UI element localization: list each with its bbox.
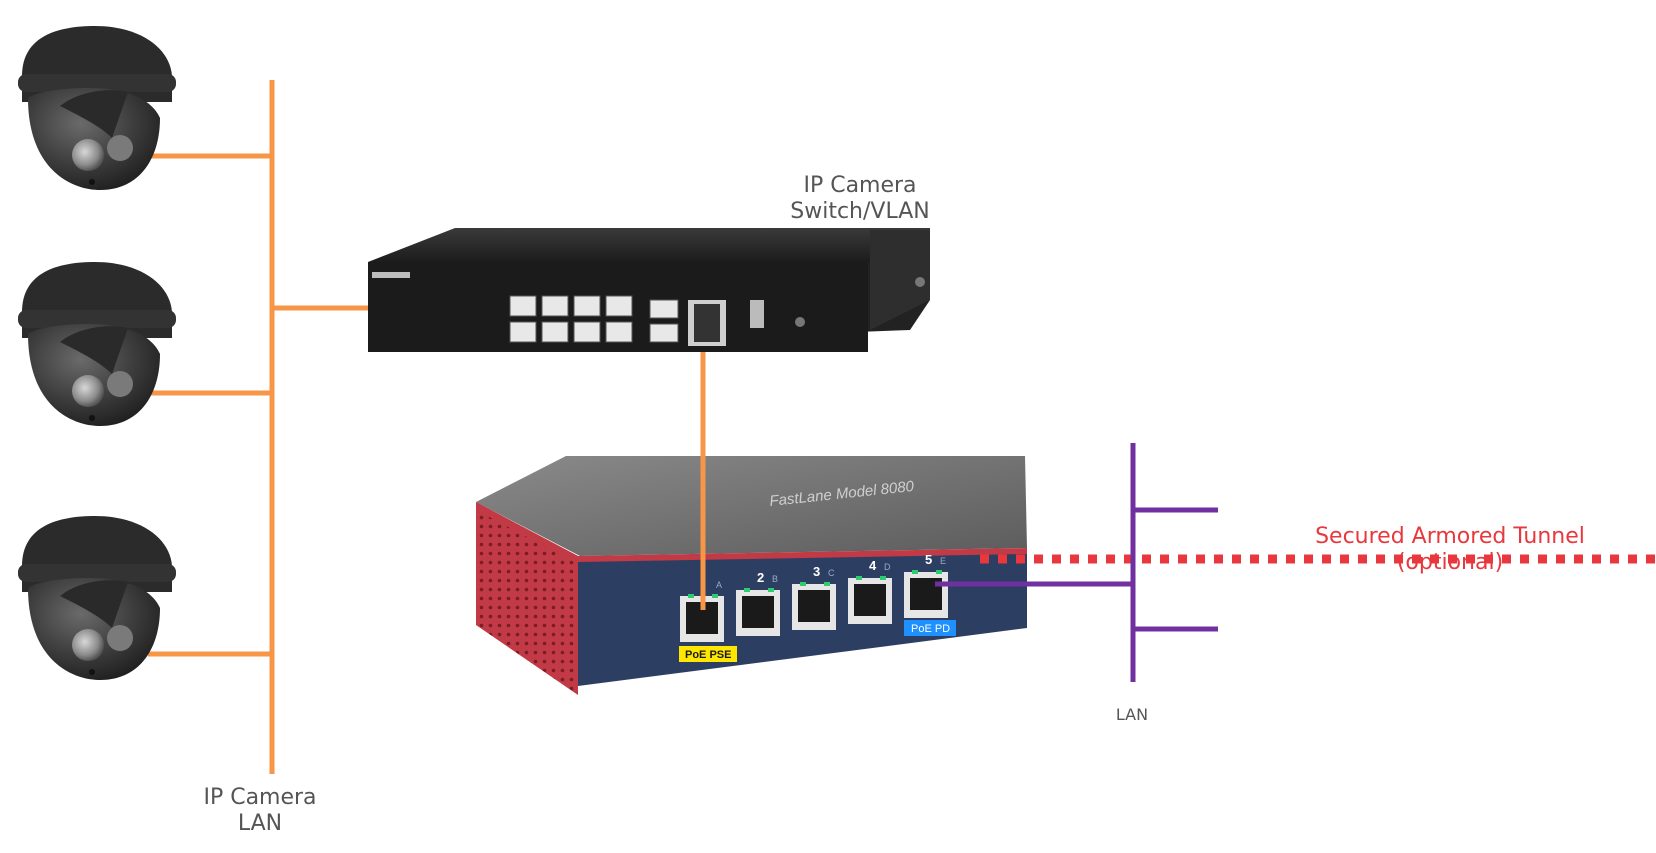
port-number-2: 2 — [757, 570, 764, 585]
poe-pse-badge — [679, 646, 737, 662]
poe-pse-label: PoE PSE — [685, 649, 731, 661]
port-number-4: 4 — [869, 558, 877, 573]
fastlane-port-2 — [736, 588, 780, 636]
ip-camera-3 — [18, 516, 176, 680]
ip-camera-1 — [18, 26, 176, 190]
port-letter-b: B — [772, 574, 778, 584]
tunnel-label-line1: Secured Armored Tunnel — [1315, 524, 1585, 549]
dell-logo — [372, 272, 410, 278]
lan-label: LAN — [1115, 705, 1149, 724]
ip-camera-2 — [18, 262, 176, 426]
tunnel-label: Secured Armored Tunnel (optional) — [1270, 524, 1630, 576]
fastlane-port-3 — [792, 582, 836, 630]
fastlane-port-5 — [904, 570, 948, 618]
tunnel-label-line2: (optional) — [1396, 550, 1504, 575]
port-number-3: 3 — [813, 564, 820, 579]
poe-pd-badge — [904, 620, 956, 636]
port-letter-d: D — [884, 562, 891, 572]
port-letter-a: A — [716, 580, 722, 590]
port-number-5: 5 — [925, 552, 932, 567]
fastlane-device: FastLane Model 8080 2 3 4 5 A — [476, 456, 1027, 695]
fastlane-port-4 — [848, 576, 892, 624]
poe-pd-label: PoE PD — [911, 623, 950, 635]
lan-wiring — [935, 443, 1218, 682]
switch-title-label: IP Camera Switch/VLAN — [790, 173, 930, 225]
ip-camera-switch — [368, 228, 930, 352]
camera-lan-label: IP Camera LAN — [203, 785, 317, 837]
port-letter-c: C — [828, 568, 835, 578]
port-letter-e: E — [940, 556, 946, 566]
